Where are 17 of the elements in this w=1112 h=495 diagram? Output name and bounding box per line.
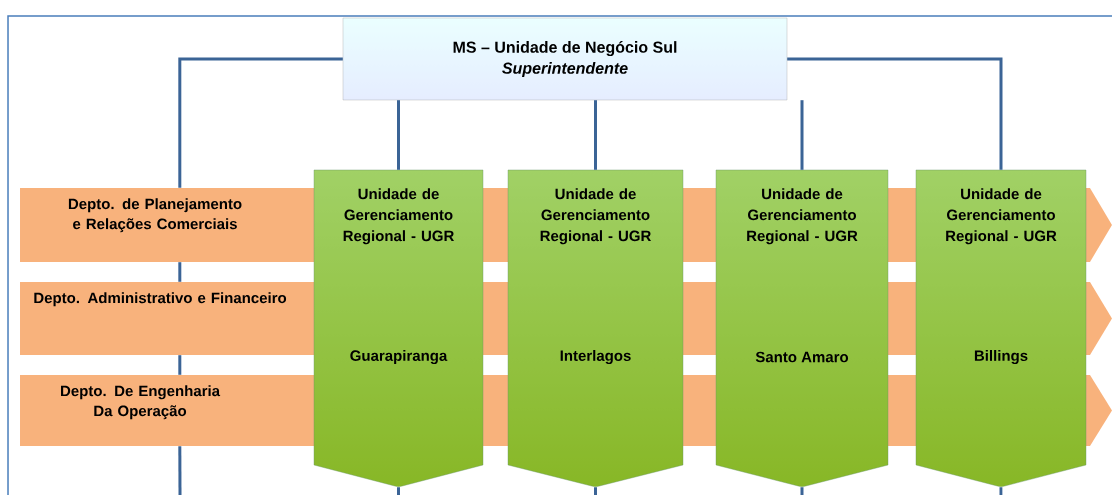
connector-line bbox=[594, 100, 597, 170]
chevron-column: Unidade de Gerenciamento Regional - UGR Santo Amaro bbox=[715, 169, 889, 488]
connector-line bbox=[178, 446, 182, 495]
connector-line bbox=[178, 262, 182, 282]
connector-line bbox=[999, 487, 1003, 495]
chevron-column: Unidade de Gerenciamento Regional - UGR Interlagos bbox=[507, 169, 684, 488]
connector-line bbox=[178, 355, 182, 375]
connector-line bbox=[594, 487, 597, 495]
connector-line bbox=[800, 487, 804, 495]
connector-line bbox=[787, 57, 1003, 170]
connector-line bbox=[178, 57, 343, 188]
connector-line bbox=[397, 100, 400, 170]
connector-line bbox=[397, 487, 400, 495]
chevron-column: Unidade de Gerenciamento Regional - UGR Guarapiranga bbox=[313, 169, 484, 488]
title-box: MS – Unidade de Negócio Sul Superintendente bbox=[342, 17, 788, 101]
chevron-column: Unidade de Gerenciamento Regional - UGR Billings bbox=[915, 169, 1087, 488]
connector-line bbox=[800, 100, 804, 170]
